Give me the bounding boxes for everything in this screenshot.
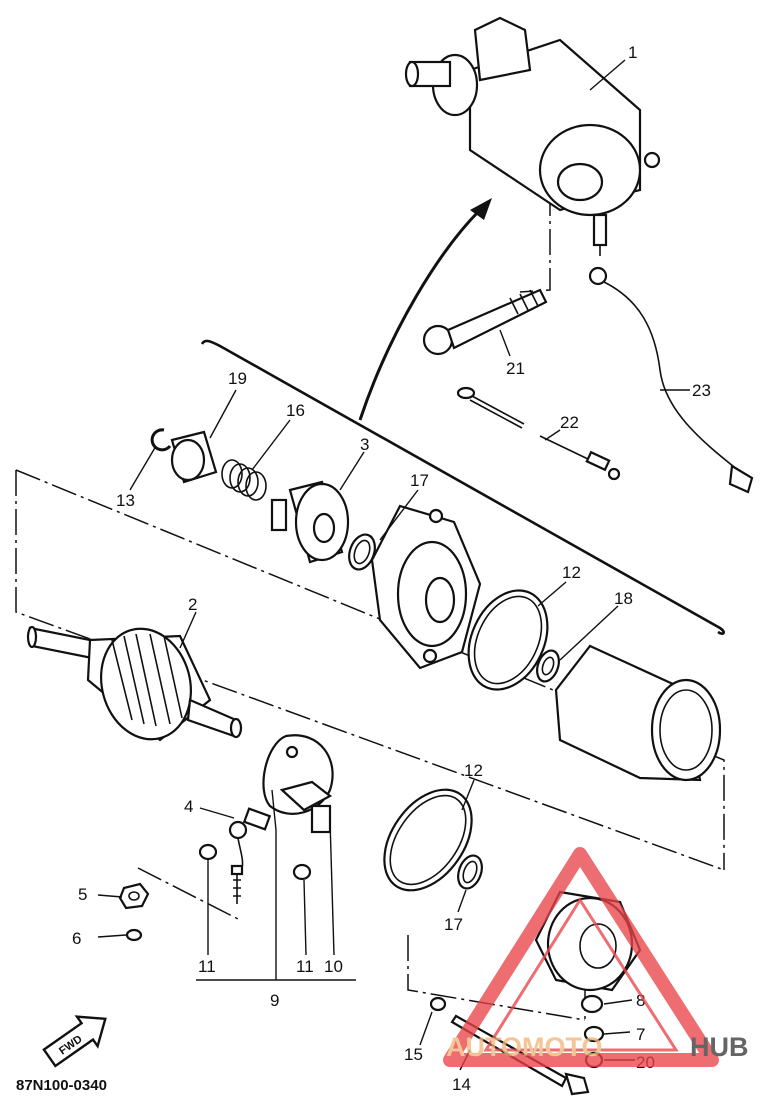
leader-lines [97,59,690,1071]
washer [536,649,560,683]
starter-clutch [270,480,350,564]
callout-15: 15 [404,1045,423,1064]
callout-7: 7 [636,1025,645,1044]
o-ring-lower [457,854,483,890]
callout-8: 8 [636,991,645,1010]
callout-6: 6 [72,929,81,948]
callout-23: 23 [692,381,711,400]
watermark-prefix: AUTOMOTO [446,1032,603,1062]
callout-21: 21 [506,359,525,378]
nut [118,882,150,910]
warning-triangle-icon [443,847,719,1067]
brush-lead-wire [456,386,621,481]
circlip [150,428,172,452]
yoke-housing [554,644,722,782]
callout-5: 5 [78,885,87,904]
ground-cable [588,266,754,494]
callout-3: 3 [360,435,369,454]
callout-17-upper: 17 [410,471,429,490]
front-cover [370,504,482,670]
callout-4: 4 [184,797,193,816]
armature [26,625,243,742]
callout-1: 1 [628,43,637,62]
small-washer [125,928,143,942]
callout-17-lower: 17 [444,915,463,934]
callout-18: 18 [614,589,633,608]
large-o-ring-lower [383,788,473,892]
brush-holder-plate [242,734,334,834]
watermark-logo: AUTOMOTO HUB [443,847,749,1067]
assembly-outline [15,190,725,1021]
spring [221,459,267,501]
brush [228,820,248,869]
callout-12-upper: 12 [562,563,581,582]
callout-11-left: 11 [198,957,216,976]
callout-11-right: 11 [296,957,314,976]
callout-16: 16 [286,401,305,420]
diagram-code: 87N100-0340 [16,1077,107,1094]
brush-screws [198,843,312,904]
callout-22: 22 [560,413,579,432]
callout-14: 14 [452,1075,471,1094]
assembly-divider-arrow [200,198,725,635]
callout-numbers: 1 2 3 4 5 6 7 8 9 10 11 11 12 12 13 14 1… [72,43,711,1094]
callout-12-lower: 12 [464,761,483,780]
large-o-ring-upper [467,589,549,691]
starter-motor-assembly [404,16,661,256]
fwd-arrow-icon: FWD [42,1015,107,1068]
callout-2: 2 [188,595,197,614]
watermark-suffix: HUB [690,1032,749,1062]
callout-10: 10 [324,957,343,976]
callout-13: 13 [116,491,135,510]
long-bolt [422,288,548,356]
callout-19: 19 [228,369,247,388]
callout-9: 9 [270,991,279,1010]
collar [170,430,218,484]
